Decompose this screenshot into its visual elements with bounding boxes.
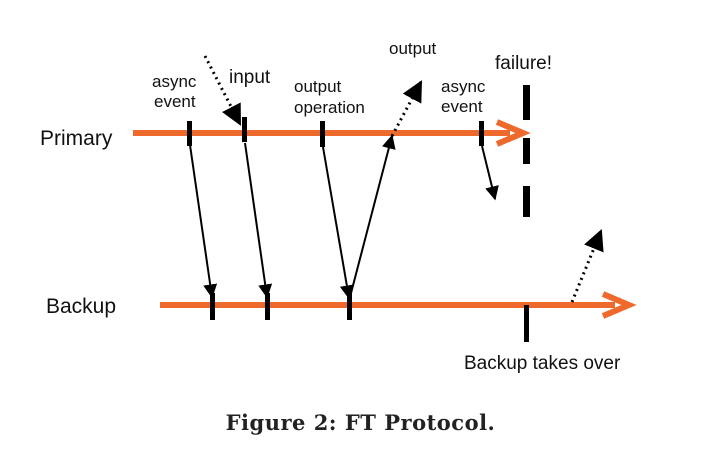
failure-dashed-line — [523, 85, 530, 217]
input-dotted-arrow — [203, 55, 242, 126]
input-label: input — [229, 67, 271, 88]
primary-input-marker — [242, 117, 247, 142]
output-op-log-arrow — [322, 146, 354, 300]
async-event-2-label-line-2: event — [441, 97, 483, 116]
failure-label: failure! — [495, 53, 552, 74]
backup-event-markers — [210, 293, 529, 342]
primary-async-event-2-marker — [479, 121, 484, 146]
primary-output-op-marker — [320, 121, 325, 147]
async-event-2-arrow — [481, 145, 499, 201]
async-event-2-label-line-1: async — [441, 77, 486, 96]
backup-takeover-marker — [524, 305, 529, 342]
input-log-arrow — [244, 142, 273, 299]
figure-caption: Figure 2: FT Protocol. — [225, 410, 496, 435]
backup-async-event-marker — [210, 293, 215, 320]
replication-arrows — [189, 134, 499, 300]
output-operation-label-line-1: output — [294, 77, 342, 96]
backup-label: Backup — [46, 295, 116, 318]
backup-timeline — [160, 291, 637, 319]
backup-output-dotted-arrow — [570, 229, 604, 303]
backup-input-marker — [265, 293, 270, 320]
output-label: output — [389, 39, 437, 58]
output-ack-arrow — [349, 134, 396, 298]
backup-takes-over-label: Backup takes over — [464, 353, 621, 374]
async-event-log-arrow — [189, 144, 218, 299]
primary-label: Primary — [40, 127, 113, 150]
output-dotted-arrow — [390, 80, 423, 137]
async-event-label-line-2: event — [154, 92, 196, 111]
output-operation-label-line-2: operation — [294, 98, 365, 117]
external-dotted-arrows — [203, 55, 604, 303]
primary-async-event-marker — [187, 121, 192, 146]
async-event-label-line-1: async — [152, 72, 197, 91]
backup-output-op-marker — [347, 293, 352, 320]
primary-event-markers — [187, 117, 484, 147]
